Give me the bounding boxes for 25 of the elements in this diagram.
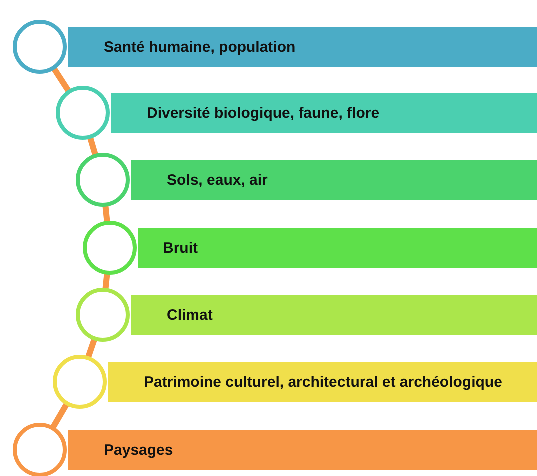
topic-label: Bruit bbox=[163, 240, 198, 256]
connector-line bbox=[88, 137, 98, 156]
topic-bar bbox=[138, 228, 537, 268]
topic-bar bbox=[108, 362, 537, 402]
topic-label: Sols, eaux, air bbox=[167, 172, 268, 188]
topic-label: Paysages bbox=[104, 442, 174, 458]
topic-label: Patrimoine culturel, architectural et archéologique bbox=[144, 374, 502, 390]
circle-marker bbox=[75, 152, 131, 208]
topic-bar bbox=[131, 160, 537, 200]
connector-line bbox=[52, 67, 72, 93]
topic-label: Diversité biologique, faune, flore bbox=[147, 104, 380, 122]
connector-line bbox=[102, 274, 110, 290]
topic-bar bbox=[68, 27, 537, 67]
circle-marker bbox=[55, 85, 111, 141]
topic-bar bbox=[131, 295, 537, 335]
topic-bar bbox=[111, 93, 537, 133]
circle-marker bbox=[82, 220, 138, 276]
circle-marker bbox=[12, 19, 68, 75]
circle-marker bbox=[75, 287, 131, 343]
circle-marker bbox=[52, 354, 108, 410]
topic-label: Climat bbox=[167, 306, 213, 324]
connector-line bbox=[86, 338, 98, 358]
topic-label: Santé humaine, population bbox=[104, 38, 296, 56]
connector-line bbox=[102, 206, 110, 222]
topic-bar bbox=[68, 430, 537, 470]
